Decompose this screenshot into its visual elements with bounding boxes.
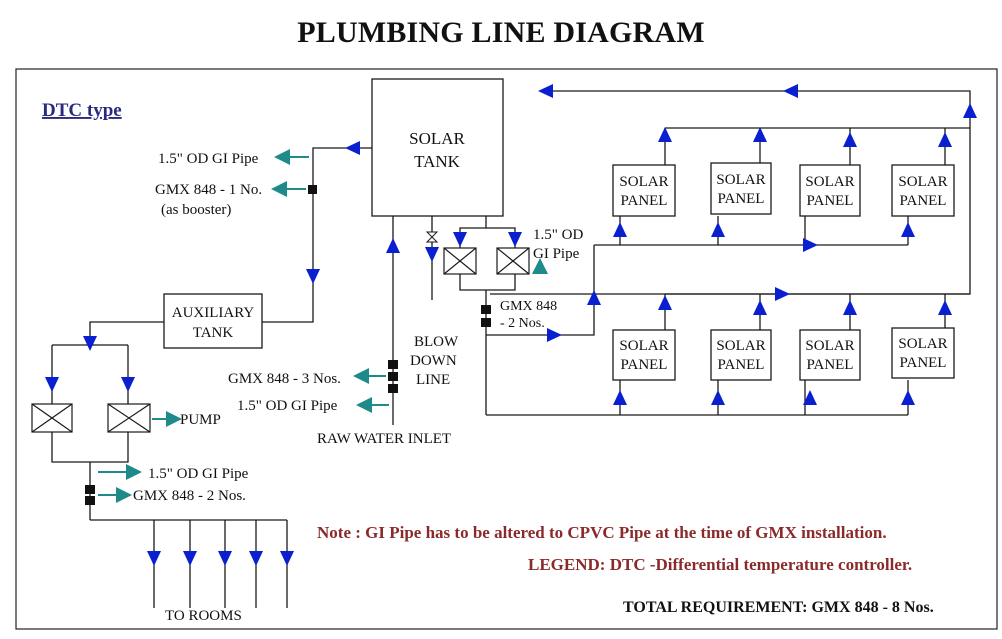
flow-arrow (613, 222, 627, 237)
blow-down-label: BLOW (414, 334, 459, 350)
flow-arrow (775, 287, 790, 301)
flow-arrow (803, 390, 817, 405)
solar-panel: SOLAR PANEL (891, 327, 955, 379)
flow-arrow (658, 127, 672, 142)
to-rooms-label: TO ROOMS (165, 608, 242, 624)
flow-arrow (249, 551, 263, 566)
diagram-subtitle: DTC type (42, 100, 122, 121)
solar-panel: SOLAR PANEL (710, 162, 772, 215)
solar-panel: SOLAR PANEL (799, 164, 861, 217)
flow-arrow (843, 300, 857, 315)
valve-icon (425, 231, 439, 243)
solar-panel-label: SOLAR (805, 338, 854, 354)
flow-arrow (121, 377, 135, 392)
flow-arrow (901, 390, 915, 405)
solar-panel-label: PANEL (621, 193, 668, 209)
flow-arrow (547, 328, 562, 342)
flow-arrow (345, 141, 360, 155)
solar-panel-label: PANEL (807, 357, 854, 373)
flow-arrow (386, 238, 400, 253)
pump-x-icon (31, 403, 73, 433)
gmx-label: - 2 Nos. (500, 316, 545, 331)
flow-arrow (711, 390, 725, 405)
solar-panel: SOLAR PANEL (612, 164, 676, 217)
flow-arrows (45, 84, 977, 566)
solar-panel-label: SOLAR (716, 338, 765, 354)
pointer-arrows (98, 149, 548, 503)
flow-arrow (508, 232, 522, 247)
solar-panel: SOLAR PANEL (891, 164, 955, 217)
solar-panel-label: SOLAR (898, 174, 947, 190)
solar-panel-label: SOLAR (898, 336, 947, 352)
gi-pipe-label: 1.5" OD GI Pipe (237, 398, 338, 414)
auxiliary-tank: AUXILIARY TANK (163, 293, 263, 349)
flow-arrow (753, 127, 767, 142)
raw-water-label: RAW WATER INLET (317, 431, 451, 447)
flow-arrow (963, 103, 977, 118)
gi-pipe-label: 1.5" OD (533, 227, 583, 243)
flow-arrow (783, 84, 798, 98)
aux-tank-label: AUXILIARY (172, 305, 255, 321)
flow-arrow (658, 295, 672, 310)
solar-tank-label: SOLAR (409, 129, 465, 148)
gmx-label: GMX 848 - 2 Nos. (133, 488, 246, 504)
flow-arrow (147, 551, 161, 566)
solar-panel-label: PANEL (900, 355, 947, 371)
flow-arrow (843, 132, 857, 147)
note-text: Note : GI Pipe has to be altered to CPVC… (317, 523, 887, 542)
pump-x-icon (107, 403, 151, 433)
flow-arrow (425, 247, 439, 262)
gmx-label: GMX 848 - 1 No. (155, 182, 262, 198)
solar-panel-label: PANEL (718, 191, 765, 207)
solar-tank: SOLAR TANK (371, 78, 504, 217)
booster-label: (as booster) (161, 202, 231, 218)
solar-panel-label: SOLAR (619, 174, 668, 190)
gi-pipe-label: 1.5" OD GI Pipe (158, 151, 259, 167)
flow-arrow (803, 238, 818, 252)
solar-panel-label: SOLAR (716, 172, 765, 188)
flow-arrow (538, 84, 553, 98)
legend-text: LEGEND: DTC -Differential temperature co… (528, 555, 912, 574)
flow-arrow (753, 300, 767, 315)
pump-x-icon (443, 247, 477, 275)
blow-down-label: LINE (416, 372, 450, 388)
solar-panel-label: PANEL (621, 357, 668, 373)
gi-pipe-label: GI Pipe (533, 246, 580, 262)
diagram-frame (15, 68, 998, 630)
blow-down-label: DOWN (410, 353, 457, 369)
flow-arrow (183, 551, 197, 566)
flow-arrow (453, 232, 467, 247)
gi-pipe-label: 1.5" OD GI Pipe (148, 466, 249, 482)
solar-panel-label: SOLAR (805, 174, 854, 190)
solar-panel: SOLAR PANEL (612, 329, 676, 381)
gmx-unit-icon (85, 185, 491, 505)
solar-panel-label: SOLAR (619, 338, 668, 354)
pump-label: PUMP (180, 412, 221, 428)
flow-arrow (938, 300, 952, 315)
page-title: PLUMBING LINE DIAGRAM (297, 16, 705, 49)
flow-arrow (306, 269, 320, 284)
flow-arrow (587, 290, 601, 305)
solar-panel-label: PANEL (807, 193, 854, 209)
pump-x-icon (496, 247, 530, 275)
gmx-label: GMX 848 - 3 Nos. (228, 371, 341, 387)
solar-panel-label: PANEL (900, 193, 947, 209)
solar-panel: SOLAR PANEL (799, 329, 861, 381)
flow-arrow (218, 551, 232, 566)
flow-arrow (280, 551, 294, 566)
total-requirement: TOTAL REQUIREMENT: GMX 848 - 8 Nos. (623, 599, 934, 616)
flow-arrow (938, 132, 952, 147)
flow-arrow (711, 222, 725, 237)
flow-arrow (901, 222, 915, 237)
solar-panel-label: PANEL (718, 357, 765, 373)
flow-arrow (45, 377, 59, 392)
gmx-label: GMX 848 (500, 299, 557, 314)
solar-tank-label: TANK (414, 152, 461, 171)
flow-arrow (83, 336, 97, 351)
flow-arrow (613, 390, 627, 405)
aux-tank-label: TANK (193, 325, 234, 341)
solar-panel: SOLAR PANEL (710, 329, 772, 381)
